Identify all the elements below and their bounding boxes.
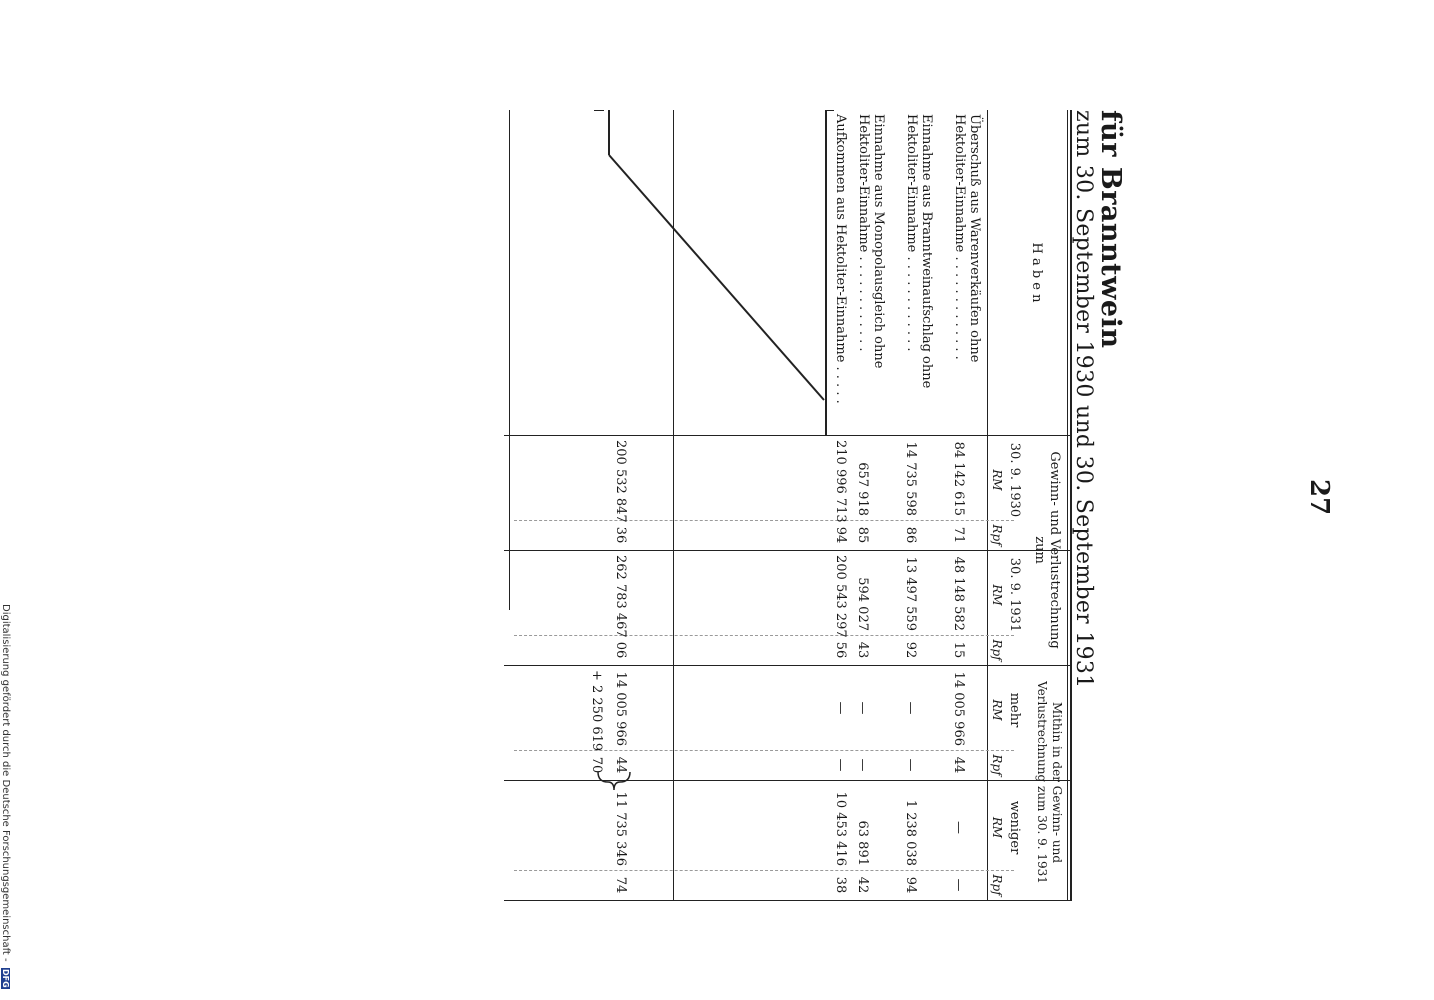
page-subtitle: zum 30. September 1930 und 30. September…: [1071, 110, 1096, 689]
col-header-weniger: weniger: [1007, 800, 1022, 855]
group-header-mithin: Mithin in der Gewinn- und Verlustrechnun…: [1035, 681, 1064, 884]
cell: 86: [903, 526, 918, 544]
col-header-1931: 30. 9. 1931: [1007, 557, 1022, 633]
cell: —: [855, 701, 870, 715]
cell: 200 543 297: [833, 555, 848, 638]
group-header-gv: Gewinn- und Verlustrechnung zum: [1032, 451, 1062, 649]
cell: 657 918: [855, 462, 870, 516]
cell: 94: [833, 526, 848, 544]
dfg-logo: DFG: [1, 967, 10, 989]
cell: —: [855, 758, 870, 772]
total-cell: 36: [613, 526, 628, 544]
cell: 94: [903, 876, 918, 894]
col-sep-3: [504, 780, 1072, 781]
totals-bottom-rule: [509, 110, 510, 610]
unit-rm-4: RM: [990, 816, 1004, 839]
cell: —: [903, 701, 918, 715]
credit-text: Digitalisierung gefördert durch die Deut…: [0, 604, 11, 962]
cell: 44: [951, 756, 966, 774]
col-sep-2: [504, 665, 1072, 666]
unit-rm-2: RM: [990, 584, 1004, 606]
digitization-credit: Digitalisierung gefördert durch die Deut…: [0, 604, 11, 989]
cell: 71: [951, 526, 966, 544]
cell: 85: [855, 526, 870, 544]
unit-pf-1: Rpf: [990, 524, 1004, 546]
cell: —: [833, 758, 848, 772]
page-number: 27: [1304, 479, 1334, 516]
total-cell: 262 783 467: [613, 555, 628, 638]
cell: 48 148 582: [951, 556, 966, 631]
pf-sep-1: [514, 520, 1014, 521]
table-top-rule: [1067, 110, 1068, 900]
row-label-monopolausgleich: Einnahme aus Monopolausgleich ohne Hekto…: [856, 114, 886, 369]
cell: 56: [833, 641, 848, 659]
cell: 84 142 615: [951, 441, 966, 516]
unit-rm-3: RM: [990, 699, 1004, 721]
total-cell: 14 005 966: [613, 671, 628, 746]
row-label-hektoliter: Aufkommen aus Hektoliter-Einnahme . . . …: [833, 114, 848, 404]
table-top-double-rule: [1070, 110, 1072, 900]
cell: 14 735 598: [903, 441, 918, 516]
col-sep-right: [504, 900, 1072, 901]
unit-pf-2: Rpf: [990, 639, 1004, 661]
cell: 42: [855, 876, 870, 894]
col-sep-1: [504, 550, 1072, 551]
total-cell: 11 735 346: [613, 791, 628, 866]
cell: 43: [855, 641, 870, 659]
col-header-1930: 30. 9. 1930: [1007, 442, 1022, 518]
pf-sep-4: [514, 870, 1014, 871]
unit-pf-4: Rpf: [990, 874, 1004, 896]
cell: 210 996 713: [833, 440, 848, 523]
cell: 63 891: [855, 820, 870, 867]
cell: 13 497 559: [903, 556, 918, 631]
total-cell: 200 532 847: [613, 440, 628, 523]
cell: —: [833, 701, 848, 715]
cell: 10 453 416: [833, 791, 848, 866]
page-title: für Branntwein: [1095, 110, 1126, 349]
balance-value: + 2 250 619: [589, 670, 604, 752]
diagonal-stroke: [608, 110, 825, 401]
unit-pf-3: Rpf: [990, 754, 1004, 776]
cell: —: [903, 758, 918, 772]
total-cell: 74: [613, 876, 628, 894]
brace-icon: [597, 771, 631, 791]
cell: —: [951, 821, 966, 834]
cell: 38: [833, 876, 848, 894]
cell: 594 027: [855, 577, 870, 631]
total-cell: 06: [613, 641, 628, 659]
cell: —: [951, 878, 966, 892]
pf-sep-2: [514, 635, 1014, 636]
row-label-branntweinaufschlag: Einnahme aus Branntweinaufschlag ohne He…: [904, 114, 934, 389]
cell: 15: [951, 641, 966, 659]
cell: 1 238 038: [903, 799, 918, 866]
unit-rm-1: RM: [990, 469, 1004, 491]
side-header: H a b e n: [1029, 242, 1044, 303]
row-label-warenverkaeufe: Überschuß aus Warenverkäufen ohne Hektol…: [952, 114, 982, 363]
col-header-mehr: mehr: [1007, 692, 1022, 728]
header-bottom-rule: [987, 110, 988, 900]
cell: 14 005 966: [951, 671, 966, 746]
diagonal-cancel-line: [594, 110, 834, 435]
cell: 92: [903, 641, 918, 659]
